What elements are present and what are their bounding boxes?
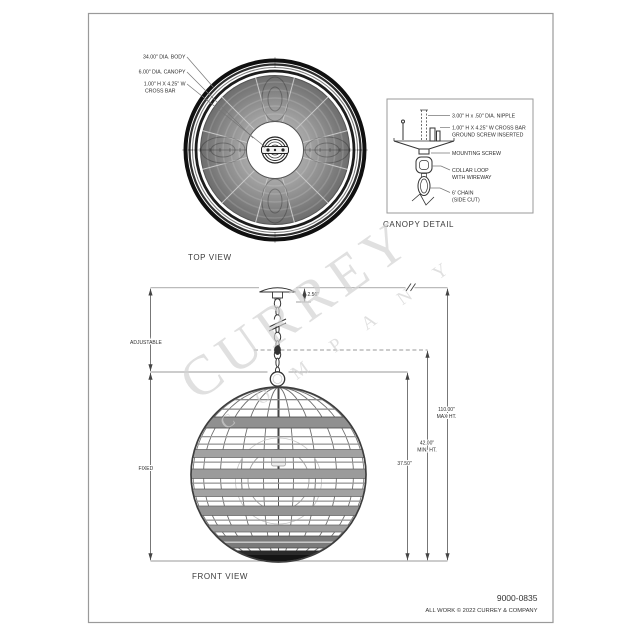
body-height-dim: 37.50" bbox=[397, 461, 412, 467]
slider-link bbox=[274, 345, 281, 355]
front-view-dimensions: ADJUSTABLE FIXED 2.50" 110.00" MAX HT. 4… bbox=[129, 283, 457, 562]
top-view-crossbar-label-2: CROSS BAR bbox=[145, 89, 176, 95]
collar-loop-label-2: WITH WIREWAY bbox=[452, 175, 492, 181]
sphere-body bbox=[190, 386, 367, 563]
top-view-leaders bbox=[186, 56, 265, 147]
center-hub bbox=[261, 136, 289, 164]
chain-label-2: (SIDE CUT) bbox=[452, 198, 480, 204]
canopy-detail-box bbox=[386, 98, 534, 214]
max-height-dim-2: MAX HT. bbox=[437, 414, 457, 420]
detail-crossbar-label-1: 1.00" H X 4.25" W CROSS BAR bbox=[452, 126, 526, 132]
leader-dot bbox=[263, 145, 266, 148]
moire-rings bbox=[206, 81, 344, 219]
canopy-drop-dim: 2.50" bbox=[308, 292, 320, 298]
hanger-ball-inner bbox=[272, 374, 283, 384]
line-break-mask bbox=[405, 283, 415, 292]
detail-crossbar-label-2: GROUND SCREW INSERTED bbox=[452, 133, 524, 139]
top-view: 34.00" DIA. BODY 6.00" DIA. CANOPY 1.00"… bbox=[139, 55, 368, 262]
title-block: 9000-0835 ALL WORK © 2022 CURREY & COMPA… bbox=[425, 593, 537, 614]
front-view-title: FRONT VIEW bbox=[192, 572, 248, 581]
top-view-title: TOP VIEW bbox=[188, 253, 232, 262]
mounting-screw-label: MOUNTING SCREW bbox=[452, 151, 501, 157]
front-canopy bbox=[259, 287, 296, 302]
axis-ticks bbox=[182, 57, 368, 243]
min-height-dim-2: MIN. HT. bbox=[417, 448, 436, 454]
top-view-canopy-dia-label: 6.00" DIA. CANOPY bbox=[139, 70, 186, 76]
min-height-dim-1: 42.00" bbox=[420, 441, 435, 447]
collar-loop-label-1: COLLAR LOOP bbox=[452, 168, 489, 174]
fixed-label: FIXED bbox=[139, 466, 154, 472]
front-view: FRONT VIEW bbox=[190, 287, 367, 581]
chain-label-1: 6' CHAIN bbox=[452, 191, 474, 197]
adjustable-label: ADJUSTABLE bbox=[130, 340, 163, 346]
top-view-body-dia-label: 34.00" DIA. BODY bbox=[143, 55, 186, 61]
part-number: 9000-0835 bbox=[497, 593, 538, 603]
sphere-slats bbox=[191, 399, 366, 562]
canopy-detail-title: CANOPY DETAIL bbox=[383, 220, 454, 229]
canopy-detail: 3.00" H x .50" DIA. NIPPLE 1.00" H X 4.2… bbox=[383, 98, 534, 229]
canopy-detail-leaders bbox=[428, 115, 451, 193]
nipple-label: 3.00" H x .50" DIA. NIPPLE bbox=[452, 114, 516, 120]
copyright-text: ALL WORK © 2022 CURREY & COMPANY bbox=[425, 607, 537, 614]
max-height-dim-1: 110.00" bbox=[438, 407, 455, 413]
canopy-detail-drawing bbox=[393, 109, 455, 206]
top-view-crossbar-label-1: 1.00" H X 4.25" W bbox=[144, 82, 186, 88]
spokes bbox=[202, 77, 348, 223]
